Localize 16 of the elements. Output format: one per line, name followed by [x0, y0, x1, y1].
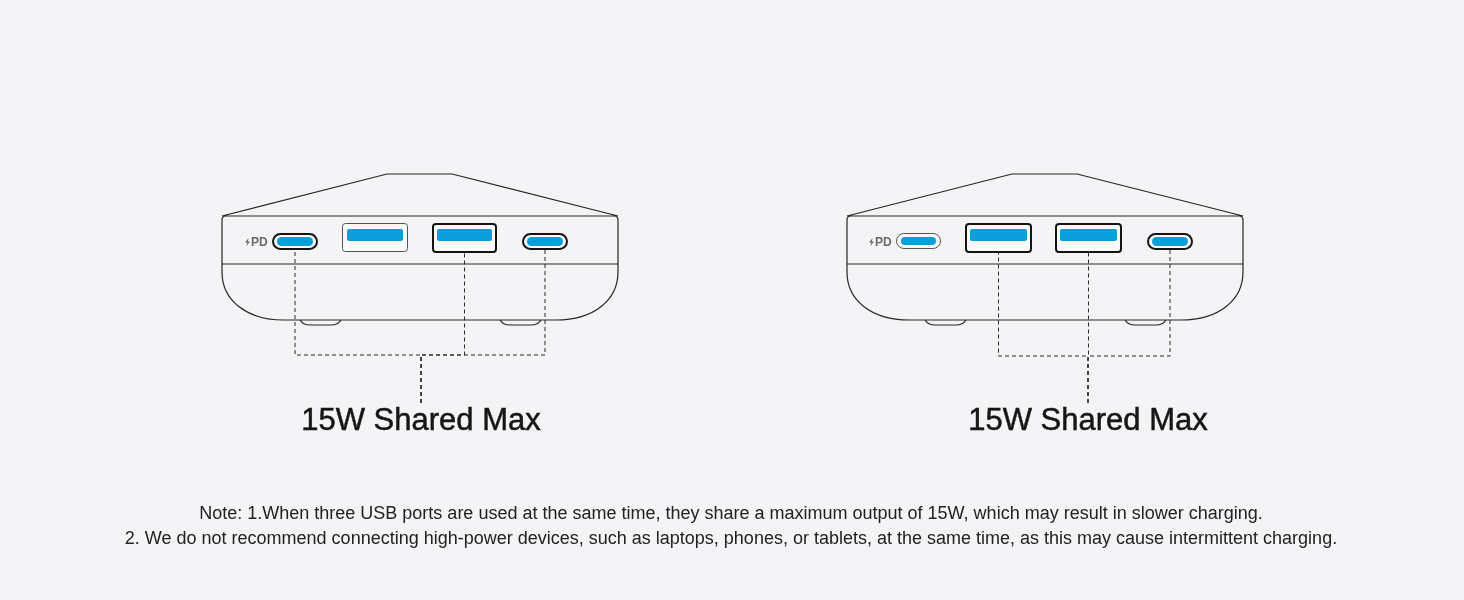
port-label: PD — [875, 236, 892, 248]
port-label: PD — [251, 236, 268, 248]
usb-a-port — [342, 223, 408, 252]
callout-label: 15W Shared Max — [301, 403, 541, 438]
leader-line — [420, 249, 546, 404]
usb-c-port — [522, 233, 568, 250]
note-text: 2. We do not recommend connecting high-power devices, such as laptops, phones, or tablets, at the same time, as this may cause intermittent charging. — [124, 528, 1338, 550]
usb-c-port — [896, 233, 941, 249]
leader-line — [1087, 249, 1171, 404]
usb-a-port — [965, 223, 1032, 253]
callout-label: 15W Shared Max — [968, 403, 1208, 438]
usb-c-port — [1147, 233, 1193, 250]
note-text: Note: 1.When three USB ports are used at the same time, they share a maximum output of 15W, which may result in slower charging. — [199, 503, 1263, 525]
usb-a-port — [432, 223, 497, 253]
usb-a-port — [1055, 223, 1122, 253]
usb-c-port — [272, 233, 318, 250]
